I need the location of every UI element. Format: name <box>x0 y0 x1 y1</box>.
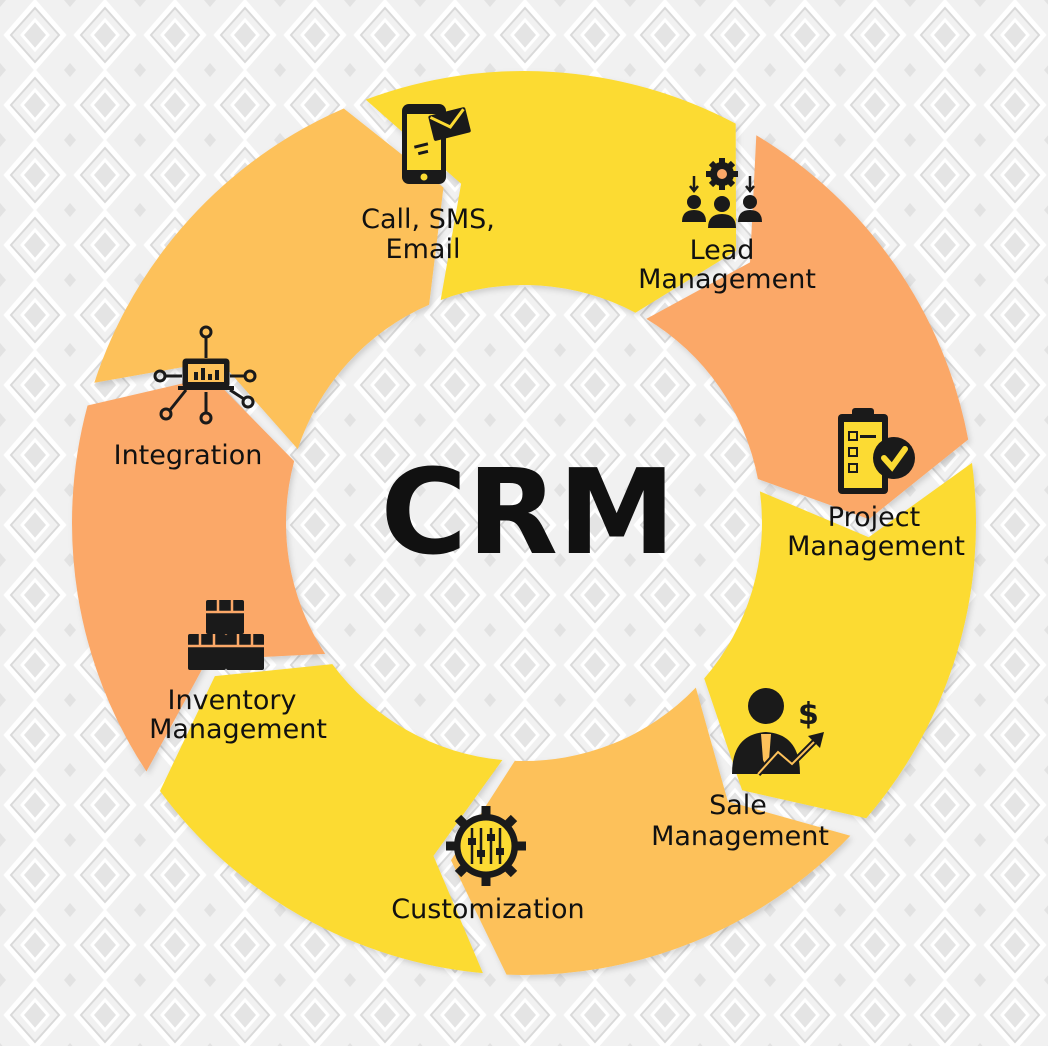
segment-integration <box>94 108 444 450</box>
center-title: CRM <box>381 443 676 581</box>
label-integration: Integration <box>114 440 263 471</box>
boxes-icon <box>188 600 264 670</box>
label-line: Management <box>149 714 327 745</box>
svg-text:$: $ <box>798 697 819 732</box>
label-line: Sale <box>709 790 767 821</box>
label-project-management: Project Management <box>787 502 965 562</box>
laptop-network-icon <box>153 325 257 425</box>
label-line: Management <box>651 821 829 852</box>
team-gear-icon <box>682 158 762 228</box>
label-line: Management <box>787 531 965 562</box>
label-line: Customization <box>391 894 584 925</box>
label-line: Integration <box>114 440 263 471</box>
label-call-sms-email: Call, SMS, Email <box>361 204 495 265</box>
segment-sale-management <box>451 687 851 975</box>
label-line: Management <box>638 264 816 295</box>
gear-sliders-icon <box>446 806 526 886</box>
label-line: Call, SMS, <box>361 204 495 235</box>
label-sale-management: Sale Management <box>651 790 829 852</box>
segment-project-management <box>704 462 976 819</box>
label-lead-management: Lead Management <box>638 235 816 295</box>
clipboard-check-icon <box>838 408 915 494</box>
label-line: Lead <box>690 235 755 266</box>
segment-inventory-management <box>71 376 326 772</box>
label-line: Inventory <box>168 685 297 716</box>
label-inventory-management: Inventory Management <box>149 685 327 745</box>
businessman-dollar-icon: $ <box>732 688 824 777</box>
label-line: Project <box>828 502 920 533</box>
segment-customization <box>159 664 503 974</box>
phone-email-icon <box>402 104 471 184</box>
label-customization: Customization <box>391 894 584 925</box>
label-line: Email <box>386 234 461 265</box>
